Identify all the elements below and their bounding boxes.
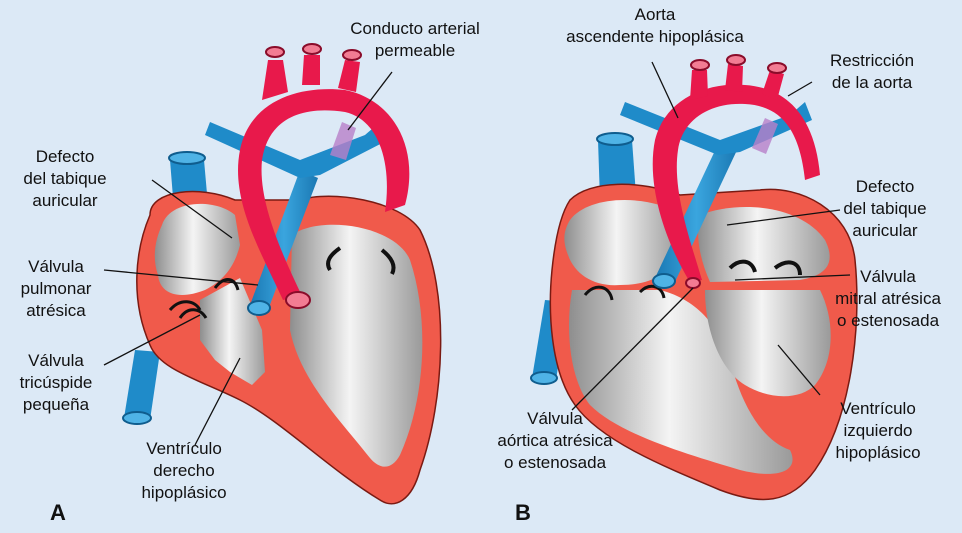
- label-right-ventricle-a: Ventrículo derecho hipoplásico: [116, 438, 252, 504]
- aortic-branch-opening-2-a: [303, 44, 321, 54]
- label-tricuspid-a: Válvula tricúspide pequeña: [6, 350, 106, 416]
- pulmonary-opening-a: [248, 301, 270, 315]
- ivc-opening-b: [531, 372, 557, 384]
- aortic-root-opening-a: [286, 292, 310, 308]
- aortic-branch-opening-1-a: [266, 47, 284, 57]
- label-aortic-valve-b: Válvula aórtica atrésica o estenosada: [470, 408, 640, 474]
- aortic-branch-opening-2-b: [727, 55, 745, 65]
- label-aorta-b: Aorta ascendente hipoplásica: [555, 4, 755, 48]
- label-mitral-b: Válvula mitral atrésica o estenosada: [818, 266, 958, 332]
- panel-letter-a: A: [50, 500, 66, 526]
- label-asd-b: Defecto del tabique auricular: [820, 176, 950, 242]
- aortic-branch-opening-1-b: [691, 60, 709, 70]
- aortic-branch-opening-3-b: [768, 63, 786, 73]
- pulmonary-branches-a: [205, 122, 388, 178]
- inferior-vena-cava-a: [124, 350, 160, 420]
- aortic-root-opening-b: [686, 278, 700, 288]
- label-pulmonary-valve-a: Válvula pulmonar atrésica: [6, 256, 106, 322]
- ivc-opening-a: [123, 412, 151, 424]
- heart-a: [104, 44, 441, 504]
- panel-letter-b: B: [515, 500, 531, 526]
- label-left-ventricle-b: Ventrículo izquierdo hipoplásico: [808, 398, 948, 464]
- svc-opening-a: [169, 152, 205, 164]
- label-ductus-a: Conducto arterial permeable: [330, 18, 500, 62]
- pulmonary-opening-b: [653, 274, 675, 288]
- label-asd-a: Defecto del tabique auricular: [6, 146, 124, 212]
- label-coarctation-b: Restricción de la aorta: [812, 50, 932, 94]
- svc-opening-b: [597, 133, 633, 145]
